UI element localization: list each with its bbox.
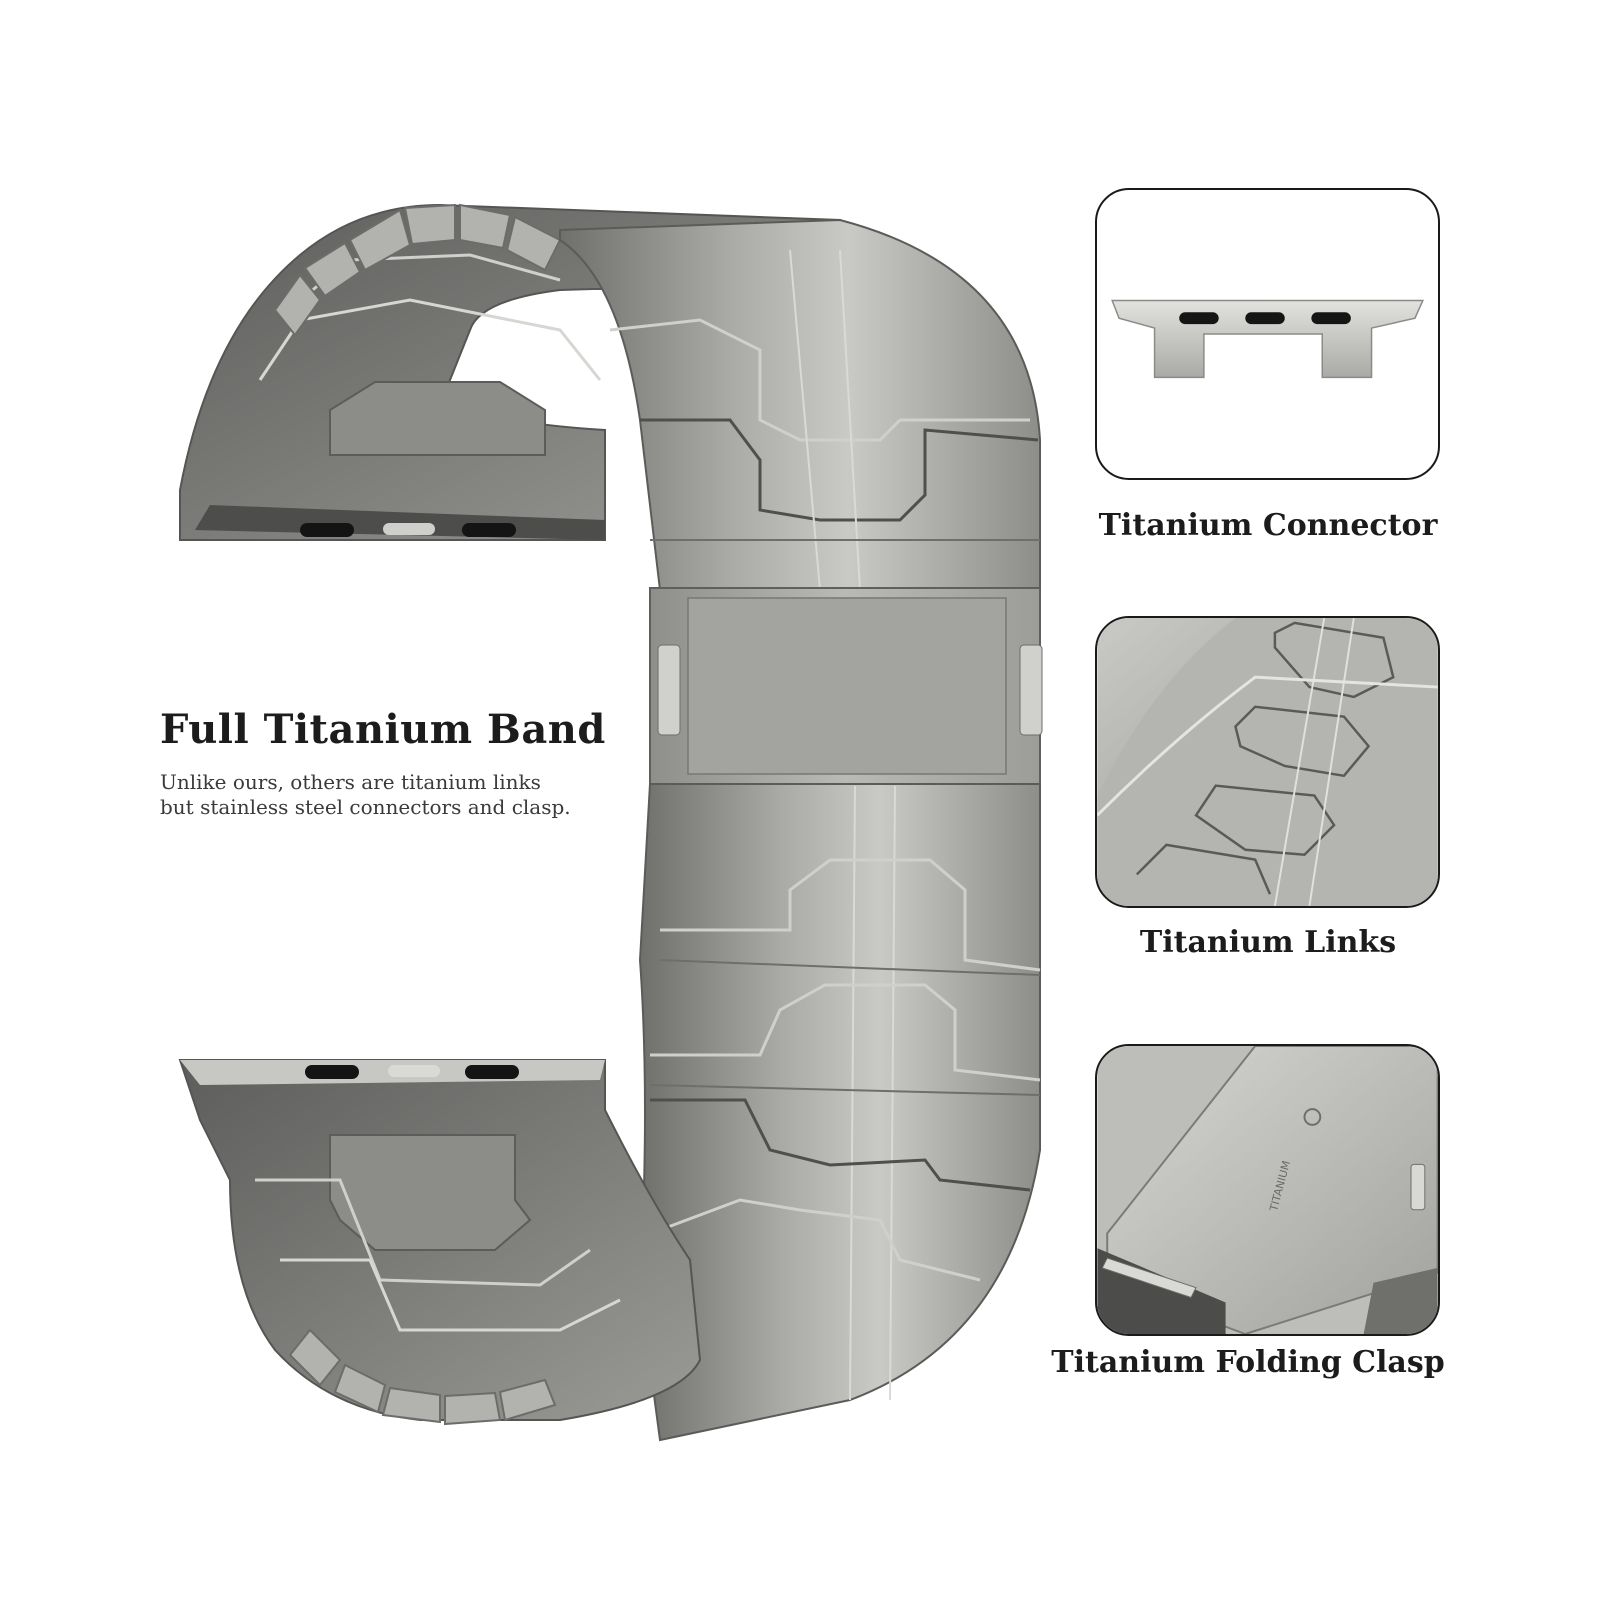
feature-caption-clasp: Titanium Folding Clasp [1051,1345,1445,1380]
feature-caption-connector: Titanium Connector [1098,508,1438,543]
band-bottom-arc [178,1059,702,1421]
hero-description-line-1: Unlike ours, others are titanium links [160,770,541,794]
links-closeup-icon [1097,618,1438,906]
band-right-column [559,218,1043,1442]
band-bottom-edge-segments [288,1328,557,1426]
feature-card-links [1095,616,1440,908]
hero-description: Unlike ours, others are titanium links b… [160,770,571,820]
feature-card-connector [1095,188,1440,480]
feature-card-clasp: TITANIUM [1095,1044,1440,1336]
feature-caption-links: Titanium Links [1139,925,1397,960]
connector-closeup-icon [1111,299,1424,379]
hero-title: Full Titanium Band [160,706,606,753]
band-edge-segments [273,203,562,337]
hero-description-line-2: but stainless steel connectors and clasp… [160,795,571,819]
clasp-closeup-icon: TITANIUM [1097,1046,1438,1334]
